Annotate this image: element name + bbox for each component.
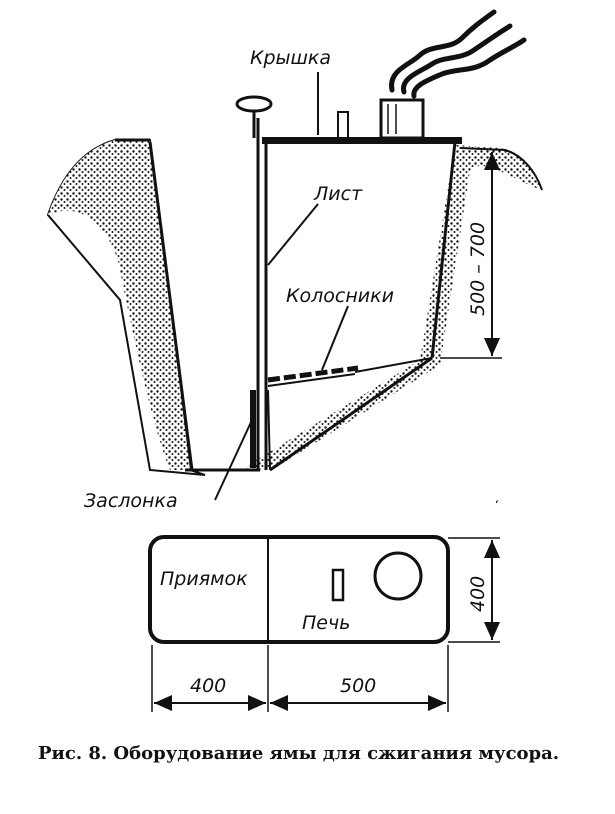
plan-damper-slot [331, 568, 345, 602]
damper [250, 390, 256, 468]
label-lid: Крышка [250, 47, 331, 69]
lid-knob [337, 111, 349, 139]
lid [262, 137, 462, 144]
pit-left-wall [148, 141, 194, 471]
pit-right-wall [430, 141, 457, 359]
plan-height-text: 400 [467, 576, 489, 612]
figure-caption: Рис. 8. Оборудование ямы для сжигания му… [38, 743, 560, 764]
plan-chimney-circle [373, 551, 423, 601]
section-view: Крышка Лист Колосники Заслонка 500 – 700… [46, 9, 543, 512]
sheet [256, 118, 268, 470]
plan-view: Приямок Печь 400 400 500 [148, 535, 500, 712]
plan-label-pit: Приямок [160, 568, 248, 590]
label-grates: Колосники [286, 285, 394, 307]
smoke-icon [389, 9, 527, 99]
plan-outline [148, 535, 450, 644]
stove-floor [269, 356, 433, 472]
grates [267, 365, 359, 383]
soil-right [240, 145, 542, 470]
plan-width-pit-text: 400 [190, 675, 226, 697]
label-sheet: Лист [313, 183, 363, 205]
svg-text:‘: ‘ [495, 498, 499, 512]
label-damper: Заслонка [84, 490, 178, 512]
depth-dimension-text: 500 – 700 [467, 222, 489, 316]
handle-icon [235, 95, 273, 113]
plan-label-stove: Печь [302, 612, 350, 634]
plan-width-stove-text: 500 [340, 675, 376, 697]
